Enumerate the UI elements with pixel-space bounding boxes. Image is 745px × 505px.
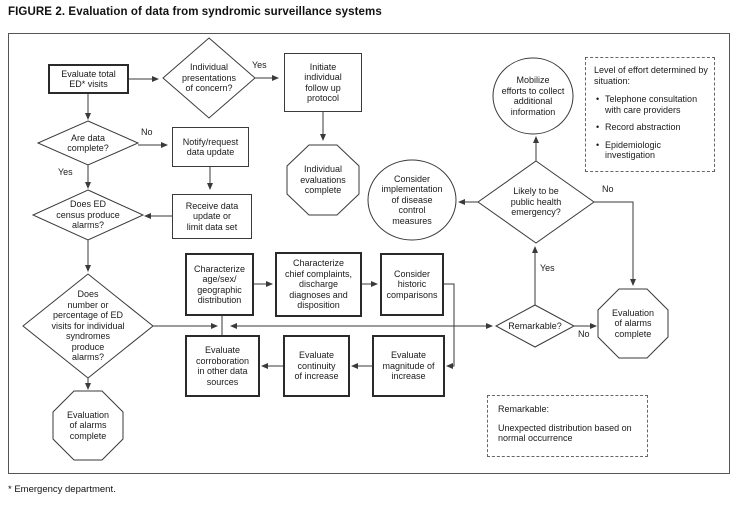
- node-consider-historic: Consider historic comparisons: [380, 253, 444, 316]
- edge-label-remarkable-yes: Yes: [540, 263, 555, 273]
- node-initiate-follow-up: Initiate individual follow up protocol: [284, 53, 362, 112]
- footnote: * Emergency department.: [8, 484, 116, 495]
- remarkable-note-body: Unexpected distribution based on normal …: [498, 422, 632, 444]
- effort-note-list: Telephone consultation with care provide…: [594, 94, 708, 161]
- octagon-alarms-complete-left: [52, 390, 124, 461]
- edge-historic-to-magnitude: [444, 283, 455, 369]
- diamond-individual-presentations: [162, 37, 256, 119]
- figure-title: FIGURE 2. Evaluation of data from syndro…: [8, 6, 382, 18]
- octagon-alarms-complete-right: [597, 288, 669, 359]
- diamond-syndrome-alarms: [22, 273, 154, 379]
- circle-consider-implementation: [367, 159, 457, 241]
- effort-note-item: Telephone consultation with care provide…: [594, 94, 708, 115]
- node-characterize-chief: Characterize chief complaints, discharge…: [275, 252, 362, 317]
- effort-note-item: Epidemiologic investigation: [594, 140, 708, 161]
- node-evaluate-total: Evaluate total ED* visits: [48, 64, 129, 94]
- node-receive-data: Receive data update or limit data set: [172, 194, 252, 239]
- effort-note-item: Record abstraction: [594, 122, 708, 133]
- circle-mobilize: [492, 57, 574, 135]
- octagon-individual-evaluations: [286, 144, 360, 216]
- diamond-remarkable: [494, 304, 576, 348]
- diamond-likely-emergency: [477, 160, 595, 244]
- edge-label-emergency-no: No: [602, 184, 614, 194]
- effort-note-box: Level of effort determined by situation:…: [585, 57, 715, 172]
- flowchart-frame: [8, 33, 730, 474]
- node-characterize-age: Characterize age/sex/ geographic distrib…: [185, 253, 254, 316]
- node-evaluate-continuity: Evaluate continuity of increase: [283, 335, 350, 397]
- diamond-are-data-complete: [36, 120, 140, 166]
- edge-label-remarkable-no: No: [578, 329, 590, 339]
- edge-label-presentations-yes: Yes: [252, 60, 267, 70]
- node-evaluate-magnitude: Evaluate magnitude of increase: [372, 335, 445, 397]
- diamond-ed-census: [31, 189, 145, 241]
- edge-emergency-no: [594, 201, 636, 286]
- effort-note-heading: Level of effort determined by situation:: [594, 65, 708, 86]
- node-evaluate-corroboration: Evaluate corroboration in other data sou…: [185, 335, 260, 397]
- node-notify-request: Notify/request data update: [172, 127, 249, 167]
- edge-label-data-complete-no: No: [141, 127, 153, 137]
- remarkable-note-heading: Remarkable:: [498, 404, 550, 414]
- edge-label-data-complete-yes: Yes: [58, 167, 73, 177]
- remarkable-note-box: Remarkable: Unexpected distribution base…: [487, 395, 648, 457]
